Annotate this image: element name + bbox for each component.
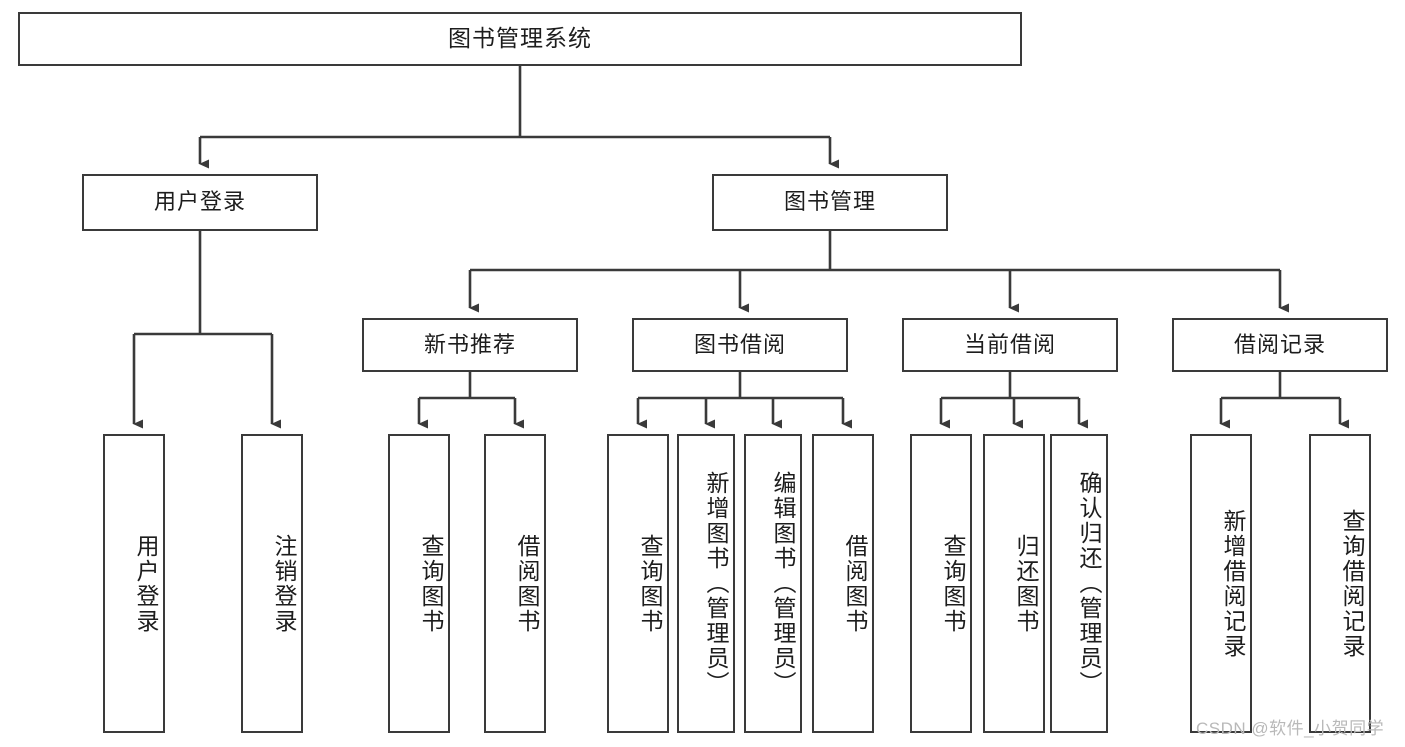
node-label: 确认归还（管理员） — [1076, 471, 1102, 696]
node-label: 新增图书（管理员） — [703, 471, 729, 696]
node-new-book-recommend[interactable]: 新书推荐 — [362, 318, 578, 372]
node-leaf-return-book[interactable]: 归还图书 — [983, 434, 1045, 733]
node-leaf-logout-login[interactable]: 注销登录 — [241, 434, 303, 733]
node-label: 注销登录 — [271, 533, 297, 634]
node-leaf-confirm-return-admin[interactable]: 确认归还（管理员） — [1050, 434, 1108, 733]
node-book-borrow[interactable]: 图书借阅 — [632, 318, 848, 372]
node-label: 用户登录 — [133, 533, 159, 634]
node-label: 查询图书 — [418, 533, 444, 634]
node-leaf-user-login[interactable]: 用户登录 — [103, 434, 165, 733]
node-label: 图书管理 — [783, 189, 876, 215]
node-label: 查询借阅记录 — [1339, 508, 1365, 659]
node-leaf-edit-book-admin[interactable]: 编辑图书（管理员） — [744, 434, 802, 733]
node-label: 图书借阅 — [693, 331, 786, 357]
node-borrow-record[interactable]: 借阅记录 — [1172, 318, 1388, 372]
node-label: 查询图书 — [637, 533, 663, 634]
node-user-login[interactable]: 用户登录 — [82, 174, 318, 231]
node-label: 新增借阅记录 — [1220, 508, 1246, 659]
node-label: 借阅图书 — [842, 533, 868, 634]
node-leaf-query-borrow-record[interactable]: 查询借阅记录 — [1309, 434, 1371, 733]
node-label: 编辑图书（管理员） — [770, 471, 796, 696]
node-leaf-add-book-admin[interactable]: 新增图书（管理员） — [677, 434, 735, 733]
node-leaf-borrow-book-recommend[interactable]: 借阅图书 — [484, 434, 546, 733]
node-current-borrow[interactable]: 当前借阅 — [902, 318, 1118, 372]
node-label: 借阅图书 — [514, 533, 540, 634]
node-label: 归还图书 — [1013, 533, 1039, 634]
node-label: 查询图书 — [940, 533, 966, 634]
csdn-watermark: CSDN @软件_小贺同学 — [1196, 719, 1385, 738]
node-leaf-query-book-recommend[interactable]: 查询图书 — [388, 434, 450, 733]
node-root-system[interactable]: 图书管理系统 — [18, 12, 1022, 66]
node-leaf-query-book-borrow[interactable]: 查询图书 — [607, 434, 669, 733]
node-leaf-query-book-current[interactable]: 查询图书 — [910, 434, 972, 733]
node-book-management[interactable]: 图书管理 — [712, 174, 948, 231]
node-label: 图书管理系统 — [448, 25, 592, 52]
node-label: 当前借阅 — [963, 331, 1056, 357]
node-label: 用户登录 — [153, 189, 246, 215]
node-label: 新书推荐 — [423, 331, 516, 357]
node-label: 借阅记录 — [1233, 331, 1326, 357]
node-leaf-borrow-book[interactable]: 借阅图书 — [812, 434, 874, 733]
node-leaf-add-borrow-record[interactable]: 新增借阅记录 — [1190, 434, 1252, 733]
